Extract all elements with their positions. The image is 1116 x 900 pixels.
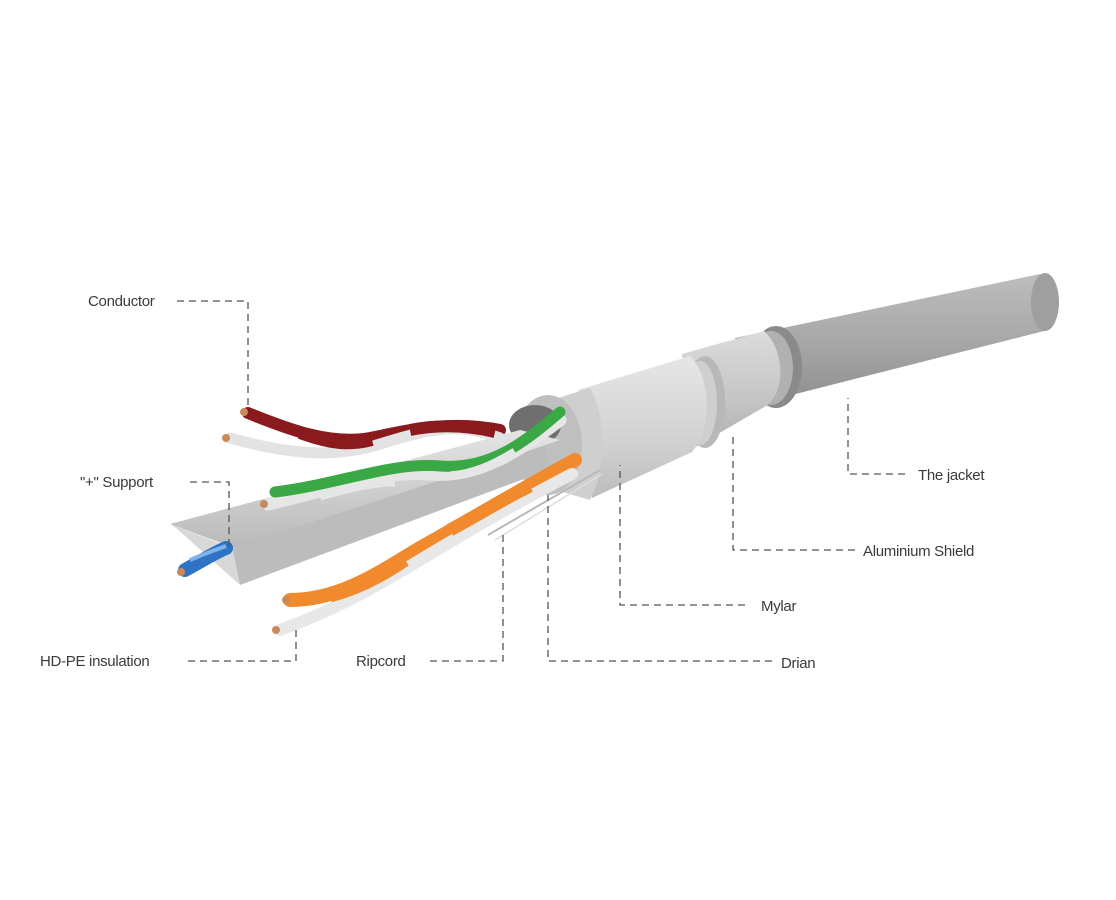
- pair-blue: [177, 541, 233, 577]
- label-conductor: Conductor: [88, 293, 155, 310]
- pair-brown: [222, 407, 506, 459]
- leader-hdpe: [188, 630, 297, 662]
- label-mylar: Mylar: [761, 598, 796, 615]
- leader-ripcord: [430, 535, 504, 662]
- label-jacket: The jacket: [918, 467, 985, 484]
- leader-drain: [547, 495, 772, 662]
- leader-aluminium: [732, 432, 855, 551]
- label-hdpe-insulation: HD-PE insulation: [40, 653, 149, 670]
- leader-conductor: [177, 300, 249, 410]
- label-aluminium-shield: Aluminium Shield: [863, 543, 974, 560]
- pair-orange: [272, 453, 582, 636]
- leader-jacket: [847, 398, 905, 475]
- label-drain: Drian: [781, 655, 815, 672]
- label-ripcord: Ripcord: [356, 653, 406, 670]
- label-support: "+" Support: [80, 474, 154, 491]
- leader-mylar: [619, 465, 745, 606]
- jacket: [735, 273, 1059, 408]
- pair-green: [260, 406, 567, 511]
- leader-support: [190, 481, 230, 550]
